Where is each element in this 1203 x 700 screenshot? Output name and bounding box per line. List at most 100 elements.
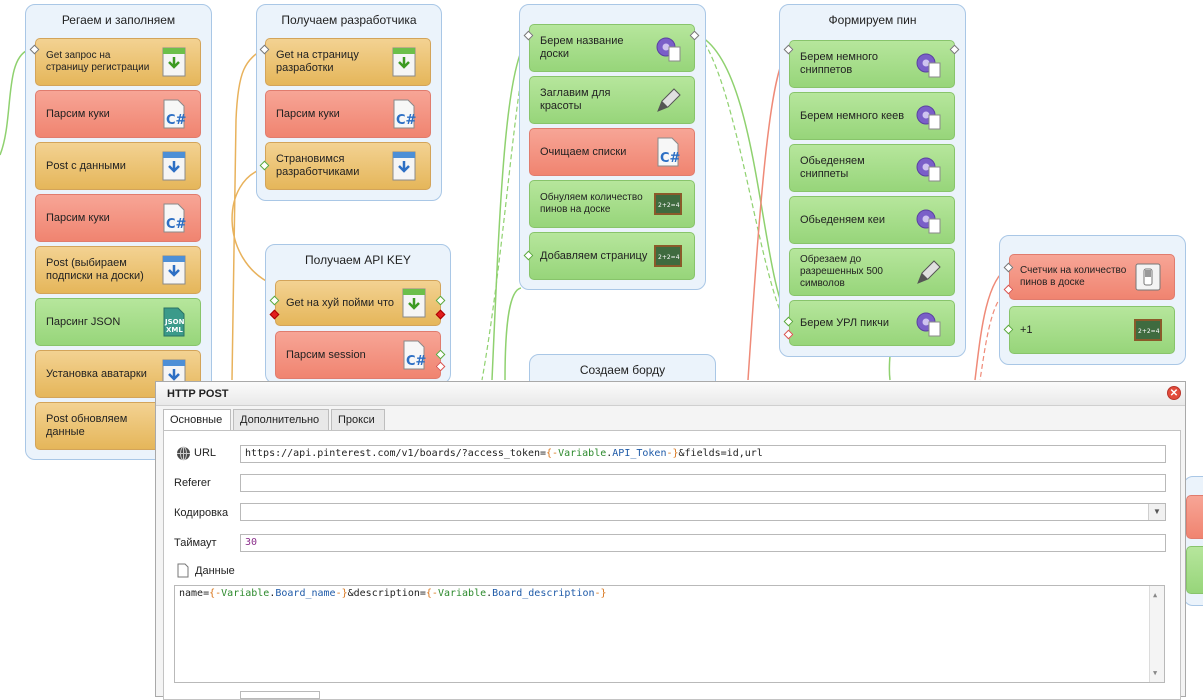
block-label: Парсим session [286,348,366,361]
svg-text:C#: C# [166,217,187,232]
block-parse-cookies-2[interactable]: Парсим куки C# [35,194,201,242]
textarea-scrollbar[interactable]: ▲▼ [1149,586,1164,682]
var-open-2: {- [425,588,438,599]
block-clear-lists[interactable]: Очищаем списки C# [529,128,695,176]
referer-label: Referer [174,477,211,489]
block-label: Парсим куки [46,107,110,120]
svg-text:XML: XML [166,326,183,334]
url-suffix: &fields=id,url [678,448,763,459]
block-label: Обнуляем количество пинов на доске [540,192,643,215]
var-name-2: Board_description [492,588,595,599]
block-post-subscriptions[interactable]: Post (выбираем подписки на доски) [35,246,201,294]
close-icon[interactable]: ✕ [1167,386,1181,400]
upload-page-icon [162,151,186,181]
gear-file-icon [656,37,681,62]
block-take-board-name[interactable]: Берем название доски [529,24,695,72]
timeout-label: Таймаут [174,537,217,549]
var-close: -} [335,588,348,599]
block-get-unknown[interactable]: Get на хуй пойми что [275,280,441,326]
block-label: Берем немного сниппетов [800,51,879,76]
chalkboard-icon: 2+2=4 [654,245,682,267]
group-title: Получаем разработчика [281,13,417,27]
tab-advanced[interactable]: Дополнительно [233,409,329,430]
svg-text:2+2=4: 2+2=4 [658,254,680,261]
block-label: Post обновляем данные [46,413,128,438]
var-dot: . [269,588,276,599]
post-data-textarea[interactable]: name={-Variable.Board_name-}&description… [174,585,1165,683]
var-dot-2: . [486,588,493,599]
tab-basic[interactable]: Основные [163,409,231,431]
csharp-file-icon: C# [403,340,427,370]
encoding-select[interactable]: utf-8 ▼ [240,503,1166,521]
url-label: URL [194,447,217,459]
block-label: Обрезаем до разрешенных 500 символов [800,254,883,289]
block-add-page[interactable]: Добавляем страницу 2+2=4 [529,232,695,280]
gear-file-icon [916,209,941,234]
switch-icon [1135,263,1161,291]
block-get-dev-page[interactable]: Get на страницу разработки [265,38,431,86]
upload-page-icon [392,151,416,181]
block-label: Get на хуй пойми что [286,296,394,309]
group-title: Формируем пин [828,13,917,27]
download-page-icon [402,288,426,318]
block-label: Обьеденяем сниппеты [800,155,865,180]
document-icon [177,563,189,578]
block-take-snippets[interactable]: Берем немного сниппетов [789,40,955,88]
block-pin-counter[interactable]: Счетчик на количество пинов в доске [1009,254,1175,300]
block-partial-green[interactable] [1186,546,1203,594]
block-label: Get на страницу разработки [276,49,359,74]
block-partial-red[interactable] [1186,495,1203,539]
svg-text:C#: C# [166,113,187,128]
block-parse-session[interactable]: Парсим session C# [275,331,441,379]
chalkboard-icon: 2+2=4 [1134,319,1162,341]
var-close-2: -} [594,588,607,599]
block-get-registration[interactable]: Get запрос на страницу регистрации [35,38,201,86]
tab-proxy[interactable]: Прокси [331,409,385,430]
data-label: Данные [195,565,235,577]
block-increment[interactable]: +1 2+2=4 [1009,306,1175,354]
download-page-icon [392,47,416,77]
block-merge-snippets[interactable]: Обьеденяем сниппеты [789,144,955,192]
svg-text:2+2=4: 2+2=4 [1138,328,1160,335]
block-post-data[interactable]: Post с данными [35,142,201,190]
csharp-file-icon: C# [163,99,187,129]
chevron-down-icon[interactable]: ▼ [1148,504,1165,520]
var-word-2: Variable [437,588,487,599]
block-label: Обьеденяем кеи [800,213,885,226]
block-become-developer[interactable]: Страновимся разработчиками [265,142,431,190]
encoding-label: Кодировка [174,507,229,519]
block-label: Post с данными [46,159,126,172]
globe-icon [177,446,190,461]
block-parse-cookies-dev[interactable]: Парсим куки C# [265,90,431,138]
var-open: {- [209,588,222,599]
var-name: API_Token [612,448,667,459]
block-reset-pin-count[interactable]: Обнуляем количество пинов на доске 2+2=4 [529,180,695,228]
var-close: -} [666,448,679,459]
csharp-file-icon: C# [657,137,681,167]
pen-icon [917,260,941,284]
data-part-1: name= [179,588,210,599]
block-take-image-url[interactable]: Берем УРЛ пикчи [789,300,955,346]
url-input[interactable]: https://api.pinterest.com/v1/boards/?acc… [240,445,1166,463]
block-label: Заглавим для красоты [540,87,611,112]
var-open: {- [546,448,559,459]
block-label: Берем УРЛ пикчи [800,316,889,329]
block-merge-keys[interactable]: Обьеденяем кеи [789,196,955,244]
block-label: Парсим куки [276,107,340,120]
block-take-keys[interactable]: Берем немного кеев [789,92,955,140]
csharp-file-icon: C# [163,203,187,233]
block-label: Парсинг JSON [46,315,121,328]
csharp-file-icon: C# [393,99,417,129]
partial-field[interactable] [240,691,320,699]
block-capitalize[interactable]: Заглавим для красоты [529,76,695,124]
timeout-input[interactable]: 30 [240,534,1166,552]
block-parse-cookies[interactable]: Парсим куки C# [35,90,201,138]
block-trim-500[interactable]: Обрезаем до разрешенных 500 символов [789,248,955,296]
svg-text:C#: C# [396,113,417,128]
referer-input[interactable] [240,474,1166,492]
block-label: Добавляем страницу [540,249,648,262]
chalkboard-icon: 2+2=4 [654,193,682,215]
group-title: Регаем и заполняем [61,13,176,27]
